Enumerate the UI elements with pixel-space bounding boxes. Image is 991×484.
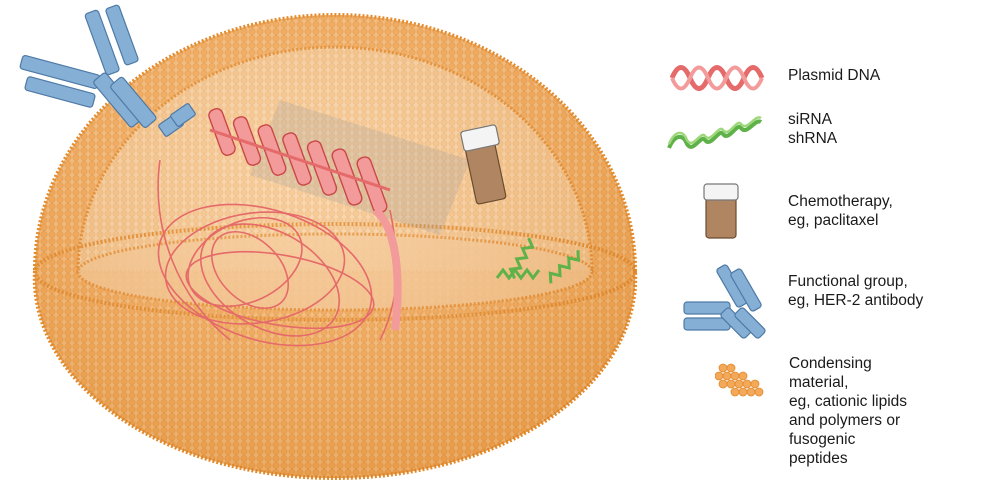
legend-item-plasmid-dna: Plasmid DNA — [670, 60, 970, 100]
sirna-helix-icon — [665, 114, 765, 154]
antibody-icon — [680, 262, 780, 342]
legend-label-condensing-material: Condensing material, eg, cationic lipids… — [789, 354, 907, 468]
lipid-cluster-icon — [715, 362, 765, 398]
legend-label-sirna: siRNA shRNA — [788, 110, 837, 148]
legend-label-chemotherapy: Chemotherapy, eg, paclitaxel — [788, 192, 893, 230]
drug-vial-icon — [700, 182, 745, 242]
legend-item-sirna: siRNA shRNA — [665, 108, 965, 158]
plasmid-dna-helix-icon — [670, 62, 770, 94]
legend-item-chemotherapy: Chemotherapy, eg, paclitaxel — [700, 182, 980, 242]
legend-item-functional-group: Functional group, eg, HER-2 antibody — [680, 262, 980, 342]
legend-item-condensing-material: Condensing material, eg, cationic lipids… — [715, 352, 985, 482]
legend-label-functional-group: Functional group, eg, HER-2 antibody — [788, 272, 923, 310]
legend-label-plasmid-dna: Plasmid DNA — [788, 66, 880, 85]
